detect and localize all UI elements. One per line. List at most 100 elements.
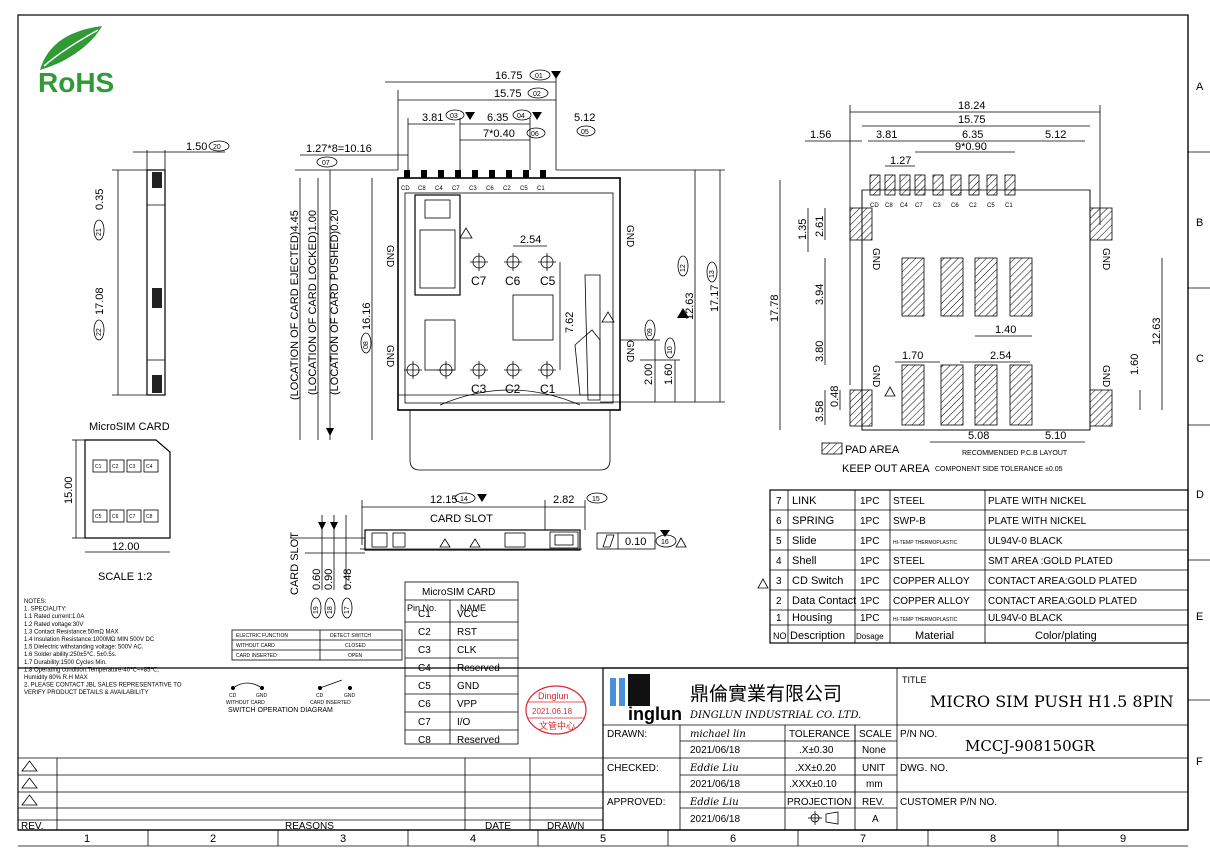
pcb-v6: 3.58: [814, 401, 826, 422]
contact-label: C5: [540, 274, 556, 288]
side-h1-ref: 21: [96, 228, 103, 236]
bom-color: SMT AREA :GOLD PLATED: [988, 556, 1113, 567]
pin-name: GND: [457, 681, 479, 692]
pin-no: C2: [418, 627, 431, 638]
front-d2-ref: 02: [533, 91, 541, 98]
pin-no: C6: [418, 699, 431, 710]
bom-dosage: 1PC: [860, 496, 879, 507]
front-d3: 3.81: [422, 112, 443, 124]
note-line: 1.8 Operating condition:Temperature-40℃~…: [24, 667, 159, 673]
pin-no: C1: [418, 609, 431, 620]
approved-name: Eddie Liu: [689, 797, 739, 808]
drawn-label: DRAWN:: [607, 729, 647, 740]
slot-vlabel: CARD SLOT: [289, 532, 301, 595]
zone-col-8: 8: [990, 833, 996, 845]
revision-triangle-icon: [21, 794, 38, 806]
bom-no: 4: [776, 556, 782, 567]
pin-no: C7: [418, 717, 431, 728]
bom-material: COPPER ALLOY: [893, 596, 970, 607]
switch-r1c2: CLOSED: [345, 643, 366, 649]
pcb-v7: 0.48: [829, 386, 841, 407]
pcb-pad-area: PAD AREA: [845, 444, 900, 456]
bom-dosage: 1PC: [860, 516, 879, 527]
rohs-text: RoHS: [38, 67, 114, 98]
zone-row-f: F: [1196, 756, 1203, 768]
slot-w-ref: 14: [460, 496, 468, 503]
rohs-logo: RoHS: [38, 26, 114, 98]
pcb-pin-label: C1: [1005, 203, 1013, 209]
zone-row-a: A: [1196, 81, 1204, 93]
note-line: 1. SPECIALITY:: [24, 607, 67, 613]
pcb-keep-out: KEEP OUT AREA: [842, 463, 930, 475]
card-title: MicroSIM CARD: [89, 421, 170, 433]
checked-name: Eddie Liu: [689, 763, 739, 774]
front-d5: 7*0.40: [483, 128, 515, 140]
slot-h1-ref: 19: [313, 606, 320, 614]
card-pad: C4: [146, 464, 153, 470]
note-line: 1.3 Contact Resistance:50mΩ MAX: [24, 629, 119, 635]
title-label: TITLE: [902, 675, 927, 685]
pcb-pin-label: C8: [885, 203, 893, 209]
zone-col-1: 1: [84, 833, 90, 845]
front-d4: 6.35: [487, 112, 508, 124]
pn-header: P/N NO.: [900, 729, 937, 740]
switch-h1: ELECTRIC FUNCTION: [236, 633, 288, 639]
contact-label: C2: [505, 382, 521, 396]
front-v3: (LOCATION OF CARD PUSHED)0.20: [329, 209, 341, 395]
pcb-pin-label: C2: [969, 203, 977, 209]
bom-no: 5: [776, 536, 782, 547]
note-line: NOTES:: [24, 599, 47, 605]
drawing-title: MICRO SIM PUSH H1.5 8PIN: [930, 692, 1174, 711]
front-254: 2.54: [520, 234, 541, 246]
front-1263-ref: 12: [680, 264, 687, 272]
card-width: 12.00: [112, 541, 140, 553]
switch-r2c2: OPEN: [348, 653, 363, 659]
gnd-label: GND: [624, 225, 635, 247]
side-h2-ref: 22: [96, 328, 103, 336]
zone-col-2: 2: [210, 833, 216, 845]
pcb-d8: 1.27: [890, 155, 911, 167]
pin-table: MicroSIM CARD: [404, 581, 519, 745]
pcb-pin-label: C7: [915, 203, 923, 209]
switch-without: WITHOUT CARD: [226, 700, 265, 706]
front-pin-label: C1: [537, 186, 545, 192]
company-en: DINGLUN INDUSTRIAL CO. LTD.: [689, 710, 861, 721]
flatness-icon: [602, 534, 615, 548]
pcb-d6: 5.12: [1045, 129, 1066, 141]
stamp-l3: 文管中心: [539, 720, 575, 731]
side-view: 1.50 20 0.35 21 17.08 22: [93, 140, 230, 396]
front-pitch: 1.27*8=10.16: [306, 143, 372, 155]
side-top-dim: 1.50: [186, 141, 207, 153]
switch-h2: DETECT SWITCH: [330, 633, 371, 639]
tol-3: .XXX±0.10: [789, 779, 837, 790]
revision-block: REV. REASONS DATE DRAWN: [18, 757, 603, 832]
front-pin-label: C7: [452, 186, 460, 192]
pin-name: RST: [457, 627, 477, 638]
front-d1-ref: 01: [535, 73, 543, 80]
switch-diagram: CD GND CD GND WITHOUT CARD CARD INSERTED…: [226, 679, 356, 714]
rev-value: A: [872, 814, 879, 825]
bom-dosage: 1PC: [860, 596, 879, 607]
sheet-border: [17, 14, 1210, 847]
slot-h3-ref: 17: [344, 606, 351, 614]
gnd-label: GND: [384, 245, 395, 267]
bom-material: COPPER ALLOY: [893, 576, 970, 587]
note-line: 1.4 Insulation Resistance:1000MΩ MIN 500…: [24, 637, 155, 643]
note-line: 2. PLEASE CONTACT JBL SALES REPRESENTATI…: [24, 683, 182, 689]
note-line: 1.5 Dielectric withstanding voltage: 500…: [24, 645, 144, 651]
front-d3-ref: 03: [450, 113, 458, 120]
stamp-l2: 2021.06.18: [532, 707, 573, 716]
front-d6-ref: 05: [581, 129, 589, 136]
note-line: VERIFY PRODUCT DETAILS & AVAILABILITY: [24, 690, 148, 696]
front-pitch-ref: 07: [322, 160, 330, 167]
title-block: inglun 鼎倫實業有限公司 DINGLUN INDUSTRIAL CO. L…: [18, 667, 1189, 831]
document-stamp: Dinglun 2021.06.18 文管中心: [525, 685, 587, 735]
card-pad: C7: [129, 514, 136, 520]
bom-description: CD Switch: [792, 575, 843, 587]
front-pin-label: CD: [401, 186, 410, 192]
pcb-pin-label: C3: [933, 203, 941, 209]
bom-no: 6: [776, 516, 782, 527]
bom-dosage: 1PC: [860, 613, 879, 624]
slot-flat-ref: 16: [661, 539, 669, 546]
zone-col-3: 3: [340, 833, 346, 845]
